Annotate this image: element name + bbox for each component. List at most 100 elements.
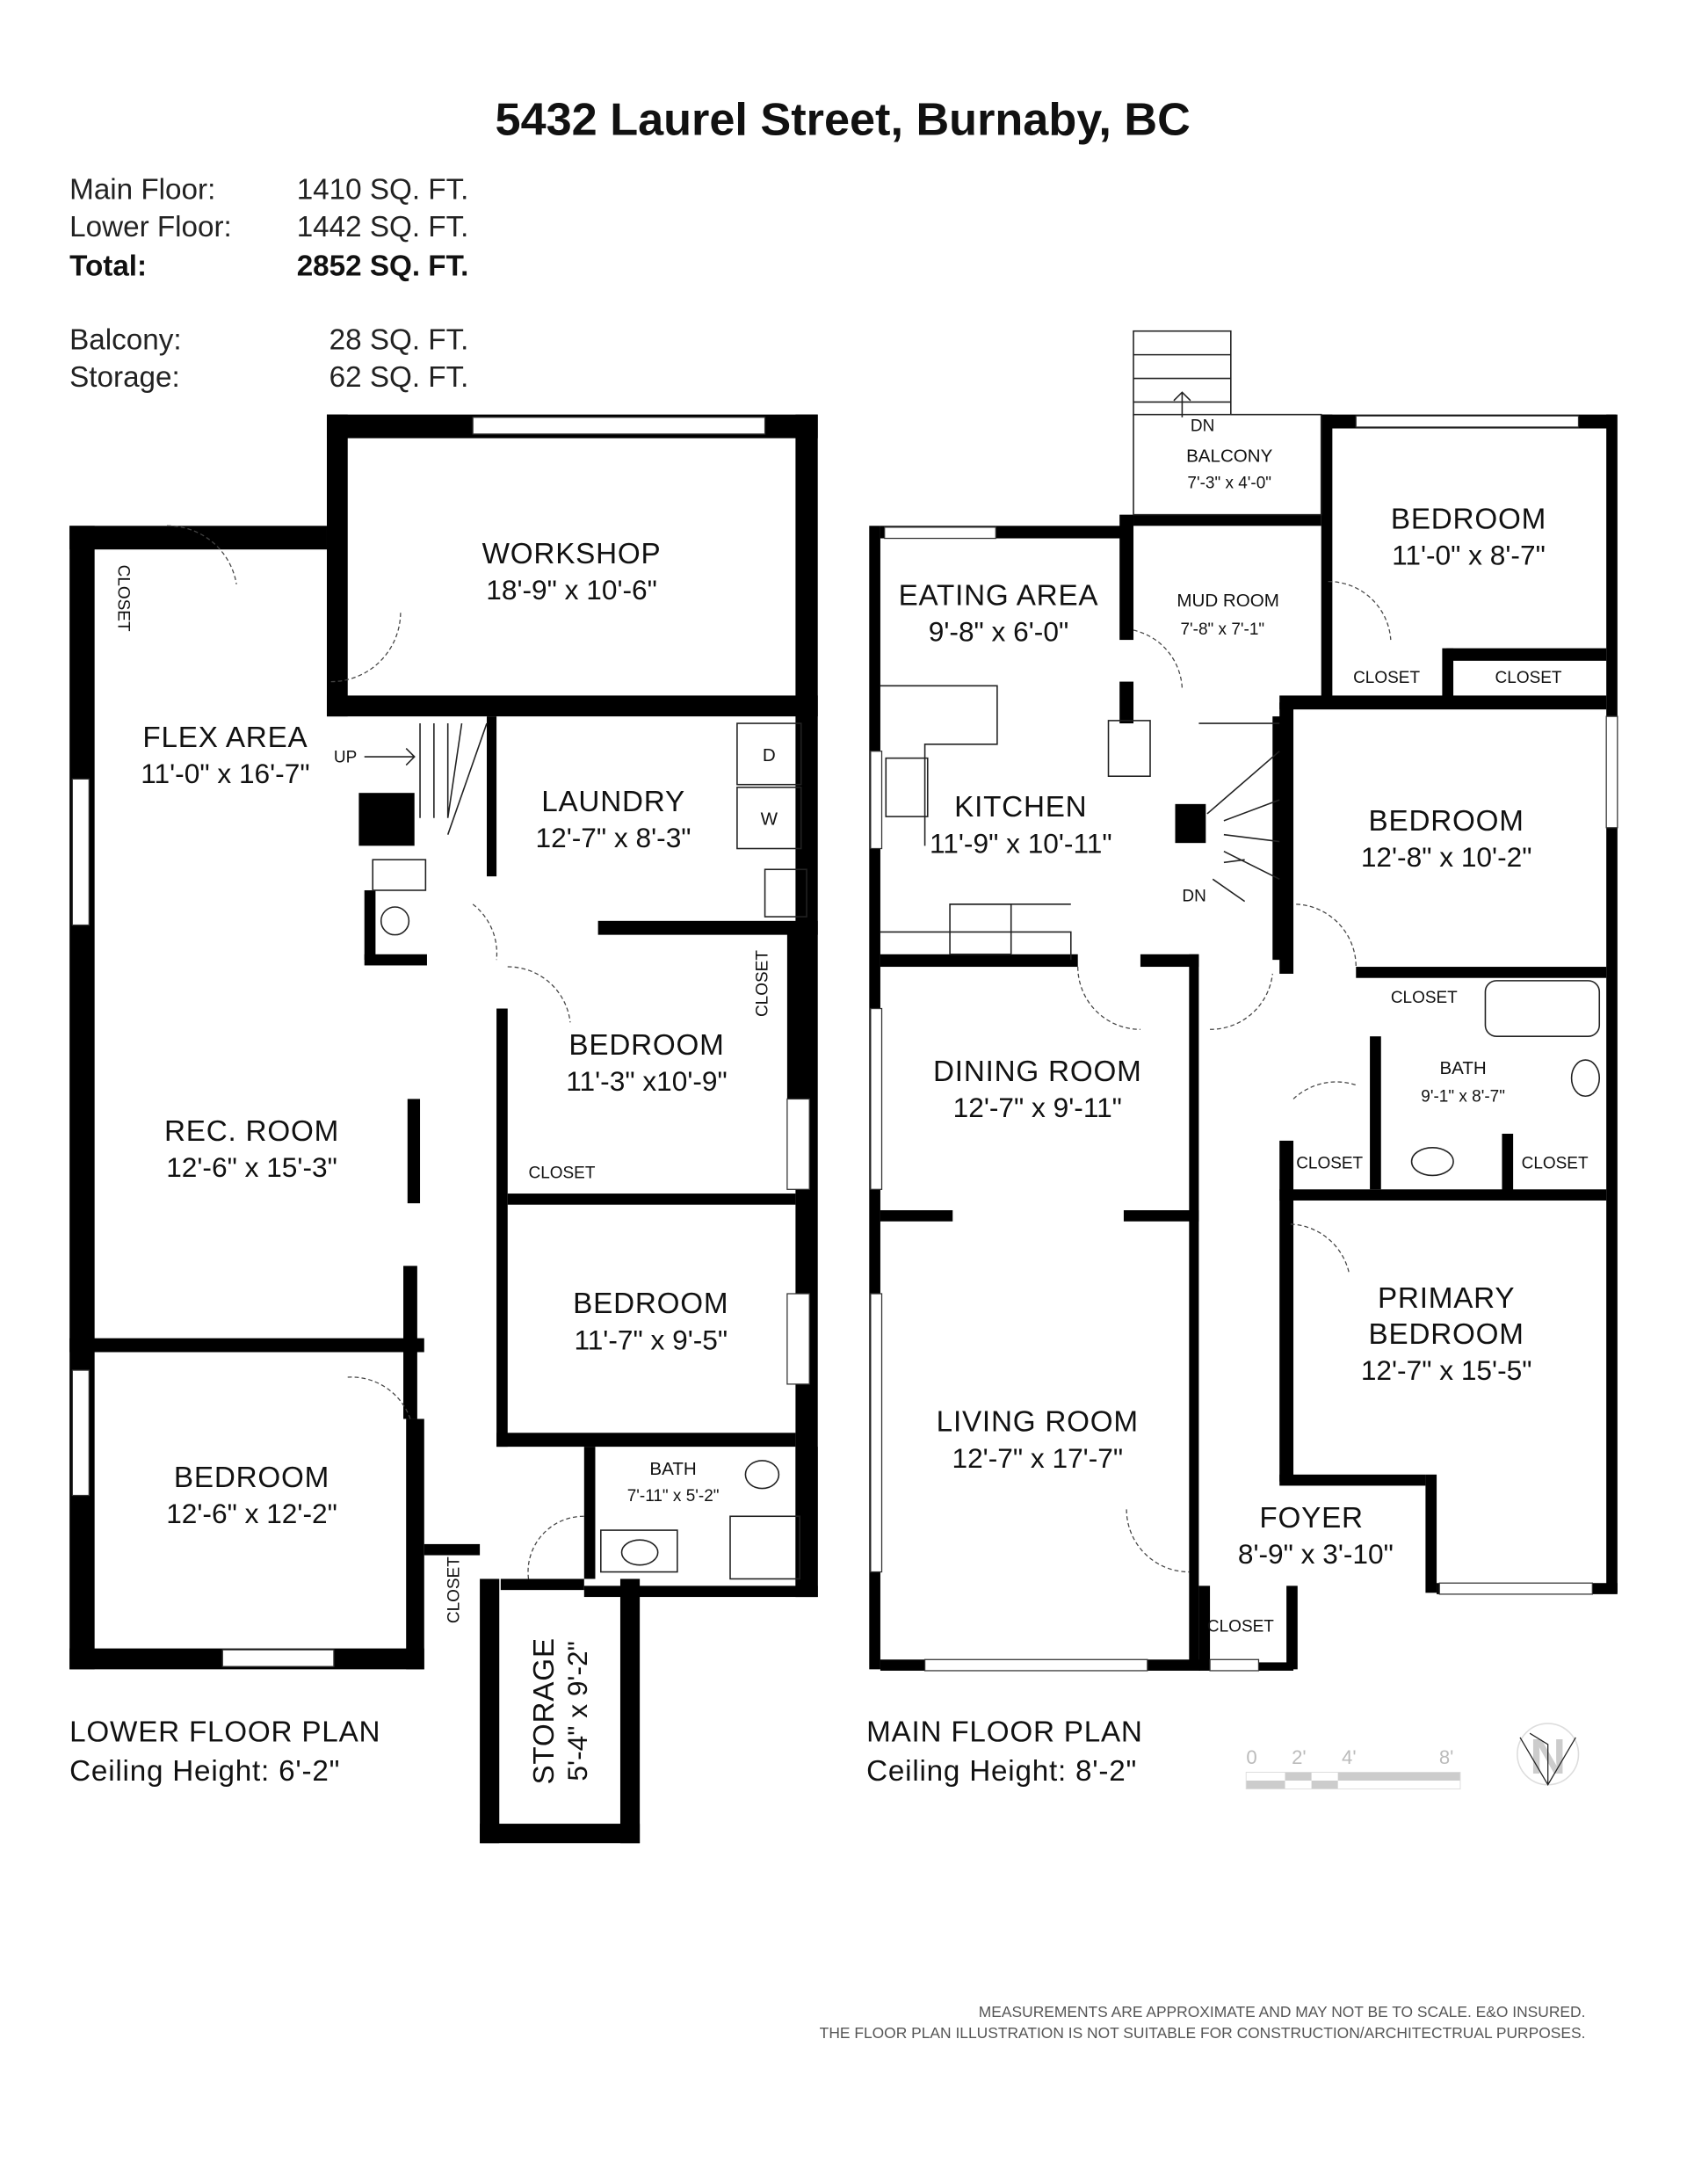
area-label: Storage:	[69, 361, 180, 394]
closet-label: CLOSET	[1207, 1618, 1274, 1636]
wall	[1425, 1474, 1437, 1593]
wall	[583, 1447, 596, 1579]
window	[870, 751, 883, 850]
room-name: KITCHEN	[954, 791, 1087, 824]
room-dimensions: 12'-7" x 9'-11"	[953, 1092, 1122, 1123]
wall	[480, 1824, 641, 1844]
room-dimensions: 11'-9" x 10'-11"	[930, 827, 1112, 859]
furnace	[372, 859, 427, 891]
wall	[1502, 1133, 1514, 1197]
stairs-down-label: DN	[1182, 888, 1206, 906]
bathtub	[1484, 980, 1601, 1037]
wall	[1356, 967, 1607, 978]
room-dimensions: 7'-3" x 4'-0"	[1187, 475, 1271, 493]
wall	[1370, 1036, 1381, 1190]
room-name: FOYER	[1259, 1502, 1363, 1535]
wall	[619, 1578, 641, 1844]
wall	[1272, 716, 1284, 961]
wall	[1606, 414, 1618, 1593]
washer	[736, 787, 802, 850]
room-name: WORKSHOP	[482, 538, 662, 570]
scale-tick-label: 0	[1246, 1746, 1256, 1768]
window	[1209, 1658, 1260, 1672]
area-label: Total:	[69, 250, 147, 282]
disclaimer-line: MEASUREMENTS ARE APPROXIMATE AND MAY NOT…	[979, 2003, 1586, 2021]
dryer-label: D	[763, 745, 776, 765]
closet-label: CLOSET	[1353, 669, 1420, 687]
wall	[507, 1194, 796, 1205]
area-label: Main Floor:	[69, 173, 215, 206]
dryer	[736, 722, 802, 786]
wall	[1446, 648, 1607, 661]
wall	[69, 526, 95, 1670]
area-value: 62 SQ. FT.	[329, 361, 469, 394]
room-name: MUD ROOM	[1177, 591, 1279, 611]
wall	[406, 1419, 424, 1670]
wall	[403, 1266, 417, 1419]
area-value: 1442 SQ. FT.	[297, 211, 469, 243]
interior-stairs	[1198, 722, 1280, 903]
room-name: BEDROOM	[573, 1288, 728, 1320]
wall	[1198, 1585, 1211, 1670]
window	[923, 1658, 1148, 1672]
room-dimensions: 11'-7" x 9'-5"	[574, 1324, 728, 1355]
room-dimensions: 11'-0" x 16'-7"	[141, 758, 309, 789]
window	[1438, 1582, 1593, 1595]
wall	[880, 954, 1078, 968]
arrow-icon	[364, 747, 416, 766]
room-name: LAUNDRY	[541, 786, 685, 818]
room-dimensions: 7'-8" x 7'-1"	[1180, 620, 1264, 639]
closet-label: CLOSET	[1296, 1155, 1363, 1173]
closet-label: CLOSET	[1522, 1155, 1589, 1173]
area-summary: Main Floor: 1410 SQ. FT. Lower Floor: 14…	[69, 173, 468, 394]
wall	[1133, 514, 1321, 526]
wall	[786, 925, 810, 1099]
wall	[424, 1543, 481, 1556]
closet-label: CLOSET	[754, 950, 772, 1017]
stove	[949, 903, 1012, 955]
stairs-up-label: UP	[334, 748, 357, 766]
main-ceiling-height: Ceiling Height: 8'-2"	[866, 1755, 1137, 1788]
window	[884, 526, 996, 540]
wall	[880, 1210, 953, 1222]
scale-tick-label: 2'	[1292, 1746, 1307, 1768]
area-value: 28 SQ. FT.	[329, 323, 469, 356]
wall	[480, 1578, 500, 1844]
fixtures: D W UP DN	[71, 330, 1618, 1672]
wall	[1279, 1140, 1294, 1482]
wall	[487, 716, 497, 877]
wall	[1442, 648, 1454, 704]
wall	[597, 920, 818, 935]
laundry-sink	[764, 868, 807, 918]
lower-ceiling-height: Ceiling Height: 6'-2"	[69, 1755, 340, 1788]
toilet	[744, 1460, 780, 1490]
sink	[1410, 1147, 1454, 1177]
window	[870, 1007, 883, 1190]
arrow-icon	[1173, 391, 1191, 417]
wall	[1279, 1474, 1426, 1486]
scale-tick-label: 8'	[1439, 1746, 1454, 1768]
fridge	[1107, 720, 1151, 777]
walls	[69, 414, 1618, 1844]
window	[870, 1293, 883, 1573]
property-address-title: 5432 Laurel Street, Burnaby, BC	[496, 95, 1191, 146]
window	[786, 1293, 810, 1385]
area-label: Balcony:	[69, 323, 181, 356]
wall	[407, 1099, 421, 1204]
shower	[729, 1515, 800, 1580]
wall	[1119, 681, 1134, 724]
window	[1355, 415, 1580, 428]
disclaimer-line: THE FLOOR PLAN ILLUSTRATION IS NOT SUITA…	[820, 2024, 1586, 2042]
kitchen-sink	[885, 757, 929, 817]
closet-label: CLOSET	[528, 1165, 595, 1183]
room-dimensions: 11'-0" x 8'-7"	[1392, 540, 1546, 571]
north-arrow-icon: N	[1517, 1723, 1580, 1786]
water-heater	[380, 906, 410, 936]
room-name: REC. ROOM	[164, 1115, 339, 1148]
washer-label: W	[761, 809, 778, 830]
wall	[69, 1338, 424, 1353]
room-dimensions: 5'-4" x 9'-2"	[561, 1641, 593, 1781]
sink	[620, 1539, 659, 1566]
room-dimensions: 12'-7" x 8'-3"	[536, 822, 691, 853]
